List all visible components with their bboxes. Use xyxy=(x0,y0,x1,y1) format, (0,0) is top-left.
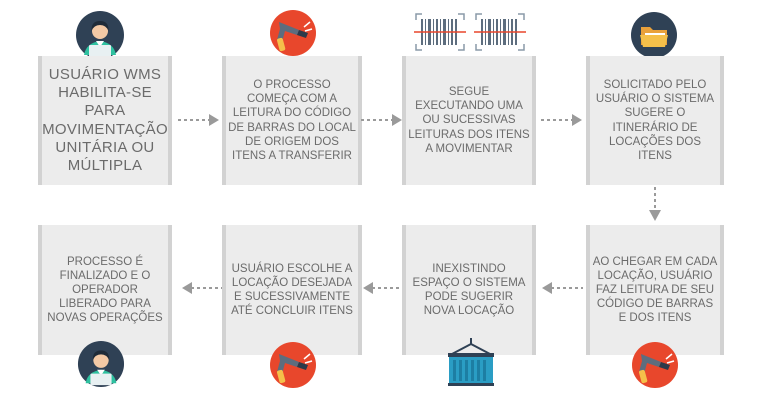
arrow-1-2 xyxy=(178,113,220,127)
step-3-text: SEGUE EXECUTANDO UMA OU SUCESSIVAS LEITU… xyxy=(408,86,530,155)
arrow-4-5 xyxy=(648,187,662,223)
step-1-text: USUÁRIO WMS HABILITA-SE PARA MOVIMENTAÇÃ… xyxy=(42,65,168,175)
step-6-box: INEXISTINDO ESPAÇO O SISTEMA PODE SUGERI… xyxy=(402,225,536,355)
barcode-scanner-icon xyxy=(270,342,316,388)
step-7-box: USUÁRIO ESCOLHE A LOCAÇÃO DESEJADA E SUC… xyxy=(222,225,362,355)
step-8-text: PROCESSO É FINALIZADO E O OPERADOR LIBER… xyxy=(47,255,163,325)
user-icon xyxy=(77,340,125,388)
arrow-7-8 xyxy=(181,281,223,295)
step-3-box: SEGUE EXECUTANDO UMA OU SUCESSIVAS LEITU… xyxy=(402,56,536,185)
arrow-6-7 xyxy=(362,281,404,295)
step-7-text: USUÁRIO ESCOLHE A LOCAÇÃO DESEJADA E SUC… xyxy=(231,262,353,318)
step-5-box: AO CHEGAR EM CADA LOCAÇÃO, USUÁRIO FAZ L… xyxy=(586,225,724,355)
step-4-box: SOLICITADO PELO USUÁRIO O SISTEMA SUGERE… xyxy=(586,56,724,185)
barcode-scanner-icon xyxy=(632,342,678,388)
step-2-box: O PROCESSO COMEÇA COM A LEITURA DO CÓDIG… xyxy=(222,56,362,185)
folder-icon xyxy=(631,12,677,58)
arrow-3-4 xyxy=(541,113,583,127)
step-4-text: SOLICITADO PELO USUÁRIO O SISTEMA SUGERE… xyxy=(595,79,715,162)
step-8-box: PROCESSO É FINALIZADO E O OPERADOR LIBER… xyxy=(38,225,172,355)
barcode-icon xyxy=(414,12,526,52)
container-icon xyxy=(446,338,496,386)
arrow-2-3 xyxy=(361,113,403,127)
user-icon xyxy=(75,10,125,60)
step-2-text: O PROCESSO COMEÇA COM A LEITURA DO CÓDIG… xyxy=(228,79,356,162)
step-1-box: USUÁRIO WMS HABILITA-SE PARA MOVIMENTAÇÃ… xyxy=(38,56,172,185)
step-6-text: INEXISTINDO ESPAÇO O SISTEMA PODE SUGERI… xyxy=(412,262,526,318)
arrow-5-6 xyxy=(541,281,583,295)
step-5-text: AO CHEGAR EM CADA LOCAÇÃO, USUÁRIO FAZ L… xyxy=(592,255,718,325)
barcode-scanner-icon xyxy=(270,10,316,56)
